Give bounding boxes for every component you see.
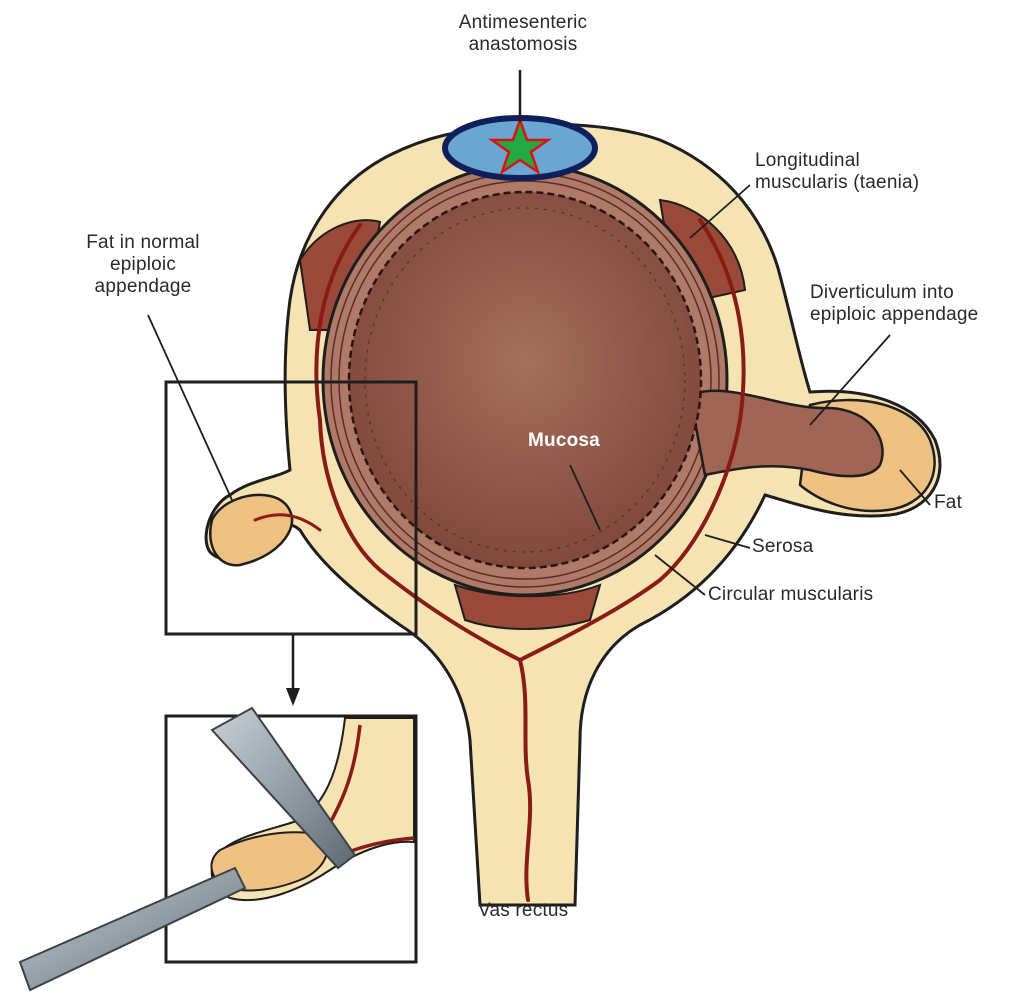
label-mucosa: Mucosa (528, 430, 600, 452)
arrow-down-icon (286, 634, 300, 706)
label-line: appendage (68, 276, 218, 298)
label-line: Fat in normal (68, 232, 218, 254)
mucosa-lumen (349, 192, 701, 568)
label-longitudinal-muscularis: Longitudinal muscularis (taenia) (755, 150, 919, 194)
label-line: Antimesenteric (448, 12, 598, 34)
label-line: epiploic (68, 254, 218, 276)
normal-epiploic-appendage (210, 495, 292, 565)
label-line: Longitudinal (755, 150, 919, 172)
label-vas-rectus: Vas rectus (478, 900, 568, 922)
label-circular-muscularis: Circular muscularis (708, 584, 873, 606)
label-diverticulum: Diverticulum into epiploic appendage (810, 282, 978, 326)
label-fat: Fat (934, 492, 962, 514)
label-serosa: Serosa (752, 536, 813, 558)
label-line: muscularis (taenia) (755, 172, 919, 194)
label-fat-in-normal-epiploic-appendage: Fat in normal epiploic appendage (68, 232, 218, 298)
label-line: anastomosis (448, 34, 598, 56)
label-line: epiploic appendage (810, 304, 978, 326)
label-antimesenteric-anastomosis: Antimesenteric anastomosis (448, 12, 598, 56)
label-line: Diverticulum into (810, 282, 978, 304)
